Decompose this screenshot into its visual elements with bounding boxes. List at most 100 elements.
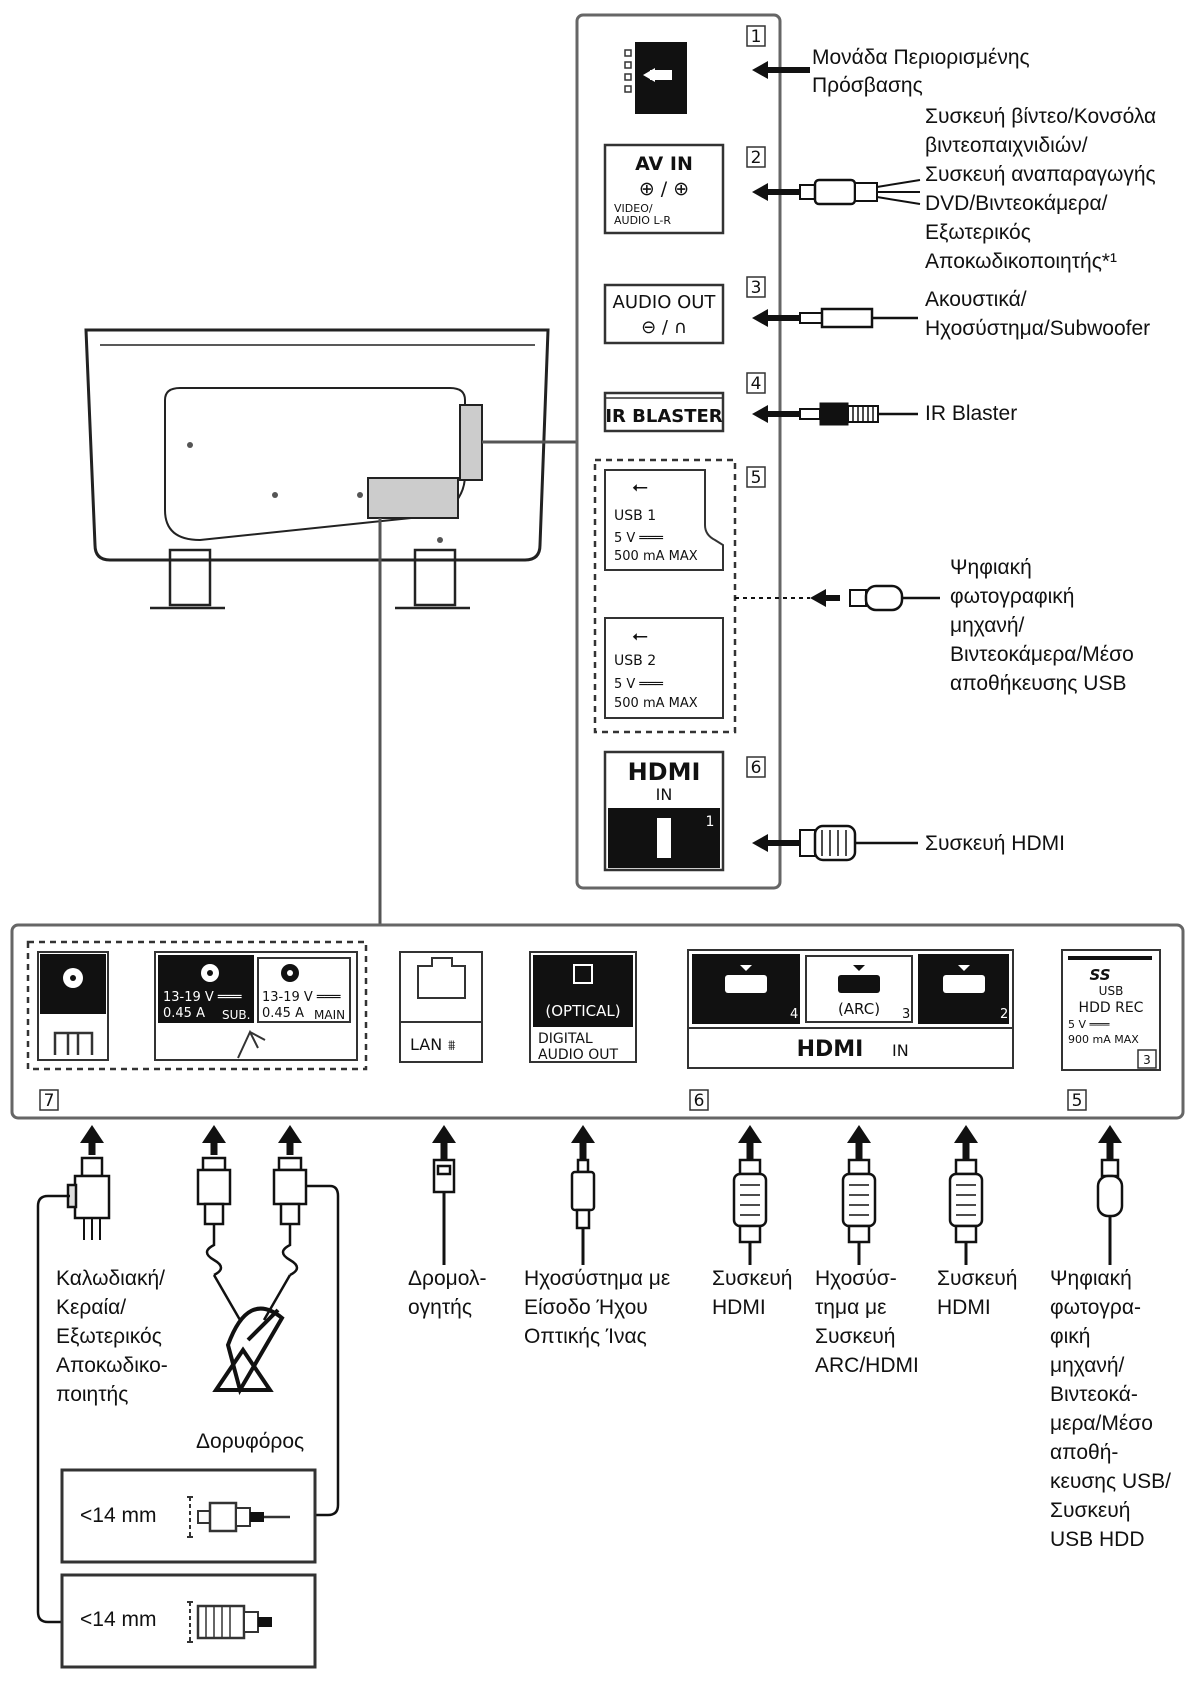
hdmi-group: 4 (ARC) 3 2 HDMI IN: [687, 949, 1014, 1069]
sat-sub-voltage: 13-19 V ═══: [163, 990, 242, 1005]
cable-line-2: Κεραία/: [56, 1296, 126, 1319]
audio-out-title: AUDIO OUT: [613, 292, 717, 313]
label-1-line-1: Μονάδα Περιορισμένης: [812, 46, 1030, 69]
arc-label-line-4: ARC/HDMI: [815, 1354, 919, 1377]
hdmi1-in: IN: [656, 785, 673, 804]
hdmi-in-1-port: HDMI IN 1: [603, 750, 725, 872]
side-panel-connectors: [735, 61, 940, 862]
tv-leader-lines: [378, 440, 577, 925]
label-5-line-1: Ψηφιακή: [950, 556, 1032, 579]
antenna-group: 13-19 V ═══ 0.45 A SUB. 13-19 V ═══ 0.45…: [26, 940, 368, 1071]
label-2-line-5: Εξωτερικός: [925, 221, 1031, 244]
usb2-label: USB 2: [614, 653, 656, 669]
av-in-sub-2: AUDIO L-R: [614, 214, 671, 227]
label-2-line-3: Συσκευή αναπαραγωγής: [925, 163, 1156, 186]
usb3-current: 900 mA MAX: [1068, 1033, 1139, 1046]
cable-line-3: Εξωτερικός: [56, 1325, 162, 1348]
note-1-text: <14 mm: [80, 1504, 156, 1527]
usb-label-line-7: αποθή-: [1050, 1441, 1118, 1464]
hdmi-4-index: 4: [790, 1007, 798, 1022]
sat-sub-tag: SUB.: [222, 1008, 250, 1022]
usb3-hdd-rec: HDD REC: [1079, 1000, 1144, 1016]
label-4-line-1: IR Blaster: [925, 402, 1017, 425]
satellite-dish-icon: [237, 1029, 266, 1059]
audio-out-port: AUDIO OUT ⊖ / ∩: [603, 283, 725, 345]
usb2-voltage: 5 V ═══: [614, 677, 663, 692]
usb-label-line-6: μερα/Μέσο: [1050, 1412, 1153, 1435]
usb-label-line-2: φωτογρα-: [1050, 1296, 1141, 1319]
usb3-usb: USB: [1099, 984, 1124, 998]
arc-label-line-3: Συσκευή: [815, 1325, 895, 1348]
optical-line-2: AUDIO OUT: [538, 1047, 618, 1063]
hdmi4-label-line-2: HDMI: [712, 1296, 766, 1319]
lan-port: LAN ⩩: [399, 951, 483, 1063]
label-2-line-4: DVD/Βιντεοκάμερα/: [925, 192, 1108, 215]
satellite-label: Δορυφόρος: [196, 1430, 304, 1453]
av-in-icons: ⊕ / ⊕: [639, 178, 689, 200]
num-2: 2: [751, 148, 762, 168]
usb-label-line-10: USB HDD: [1050, 1528, 1145, 1551]
usb-label-line-3: φική: [1050, 1325, 1090, 1348]
usb1-icon: ⭠: [632, 474, 648, 498]
usb-label-line-4: μηχανή/: [1050, 1354, 1125, 1377]
lan-label: LAN: [410, 1035, 442, 1054]
label-3-line-1: Ακουστικά/: [925, 288, 1027, 311]
hdmi2-label-line-2: HDMI: [937, 1296, 991, 1319]
usb2-current: 500 mA MAX: [614, 696, 698, 711]
cable-line-1: Καλωδιακή/: [56, 1267, 165, 1290]
usb-label-line-8: κευσης USB/: [1050, 1470, 1171, 1493]
cam-slot-icon: [624, 42, 687, 114]
hdmi-3-index: 3: [902, 1007, 910, 1022]
usb-3-port: SS USB HDD REC 5 V ═══ 900 mA MAX 3: [1061, 949, 1161, 1071]
side-panel-labels: Μονάδα Περιορισμένης Πρόσβασης Συσκευή β…: [812, 46, 1156, 855]
arc-label-line-1: Ηχοσύσ-: [815, 1267, 897, 1290]
router-line-1: Δρομολ-: [408, 1267, 487, 1290]
num-5-bottom: 5: [1072, 1091, 1083, 1111]
hdmi-2-index: 2: [1000, 1007, 1008, 1022]
tv-rear-outline: [84, 328, 550, 610]
usb2-icon: ⭠: [632, 623, 648, 647]
bottom-labels: Καλωδιακή/ Κεραία/ Εξωτερικός Αποκωδικο-…: [56, 1267, 1171, 1551]
hdmi2-label-line-1: Συσκευή: [937, 1267, 1017, 1290]
note-box-2: <14 mm: [60, 1573, 317, 1669]
optical-label-line-3: Οπτικής Ίνας: [524, 1325, 647, 1348]
hdmi1-logo: HDMI: [628, 758, 701, 786]
label-2-line-1: Συσκευή βίντεο/Κονσόλα: [925, 105, 1156, 128]
hdmi-in-label: IN: [892, 1041, 909, 1060]
label-5-line-5: αποθήκευσης USB: [950, 672, 1127, 695]
cable-line-4: Αποκωδικο-: [56, 1354, 168, 1377]
num-3: 3: [751, 278, 762, 298]
ir-blaster-port: IR BLASTER: [603, 391, 725, 433]
usb-label-line-1: Ψηφιακή: [1050, 1267, 1132, 1290]
usb-1-2-group: ⭠ USB 1 5 V ═══ 500 mA MAX ⭠ USB 2 5 V ═…: [593, 458, 737, 734]
label-5-line-3: μηχανή/: [950, 614, 1025, 637]
label-1-line-2: Πρόσβασης: [812, 74, 923, 97]
optical-port: (OPTICAL) DIGITAL AUDIO OUT: [529, 951, 637, 1063]
av-in-title: AV IN: [635, 153, 693, 175]
hdmi4-label-line-1: Συσκευή: [712, 1267, 792, 1290]
usb1-current: 500 mA MAX: [614, 549, 698, 564]
optical-tag: (OPTICAL): [545, 1002, 620, 1020]
usb3-ss: SS: [1089, 966, 1110, 984]
usb3-voltage: 5 V ═══: [1068, 1018, 1110, 1031]
num-1: 1: [751, 27, 762, 47]
router-line-2: ογητής: [408, 1296, 472, 1319]
sat-main-voltage: 13-19 V ═══: [262, 990, 341, 1005]
label-5-line-2: φωτογραφική: [950, 585, 1074, 608]
bottom-panel-numbers: 7 6 5: [39, 1089, 1087, 1111]
optical-label-line-1: Ηχοσύστημα με: [524, 1267, 670, 1290]
hdmi-logo: HDMI: [797, 1037, 864, 1062]
audio-out-icons: ⊖ / ∩: [641, 317, 687, 338]
sat-main-tag: MAIN: [314, 1008, 345, 1022]
note-box-1: <14 mm: [60, 1468, 317, 1564]
optical-label-line-2: Είσοδο Ήχου: [524, 1296, 648, 1319]
num-7: 7: [44, 1091, 55, 1111]
usb-label-line-5: Βιντεοκά-: [1050, 1383, 1138, 1406]
usb3-index: 3: [1143, 1053, 1151, 1067]
bottom-connectors: [36, 1125, 1124, 1624]
label-2-line-2: βιντεοπαιχνιδιών/: [925, 134, 1088, 157]
label-6-line-1: Συσκευή HDMI: [925, 832, 1065, 855]
sat-main-current: 0.45 A: [262, 1006, 304, 1021]
label-5-line-4: Βιντεοκάμερα/Μέσο: [950, 643, 1134, 666]
